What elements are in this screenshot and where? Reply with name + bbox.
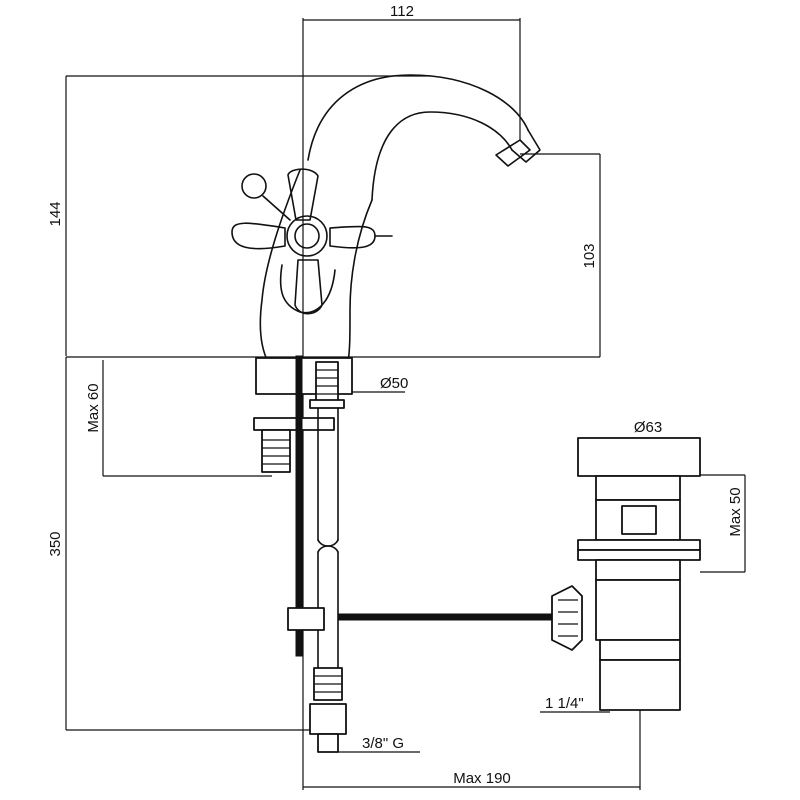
popup-waste [577,437,701,711]
inlet-thread-label: 3/8" G [362,735,404,752]
pull-rod-max-label: Max 190 [453,770,511,787]
spout-reach-label: 112 [390,3,414,20]
supply-hose [309,361,347,753]
waste-max-thickness-label: Max 50 [727,487,744,536]
hose-length-label: 350 [47,531,64,556]
max-deck-thickness-label: Max 60 [85,383,102,432]
faucet-body [259,74,541,363]
waste-head-diameter-label: Ø63 [634,419,662,436]
cross-handle [231,168,393,315]
total-height-label: 144 [47,201,64,226]
spout-height-label: 103 [581,243,598,268]
pull-rod [287,585,583,651]
waste-thread-label: 1 1/4" [545,695,584,712]
body-diameter-label: Ø50 [380,375,408,392]
dimension-labels: 112 144 103 Ø50 Max 60 350 Ø63 Max 50 1 … [47,3,744,787]
